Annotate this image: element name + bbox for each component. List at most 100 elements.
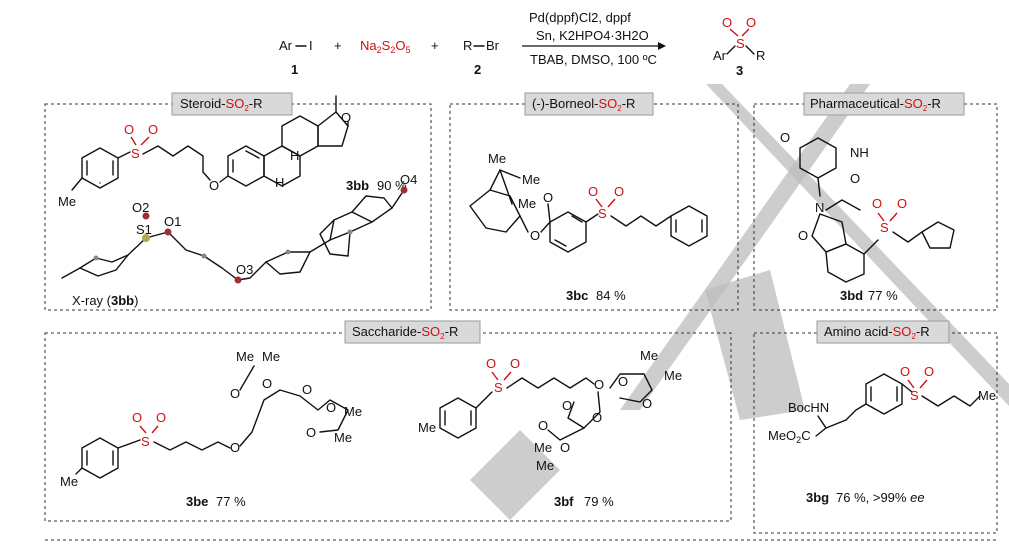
- svg-text:O: O: [124, 122, 134, 137]
- svg-text:Me: Me: [518, 196, 536, 211]
- plus-2: +: [431, 38, 439, 53]
- svg-text:79 %: 79 %: [584, 494, 614, 509]
- svg-text:Me: Me: [334, 430, 352, 445]
- svg-text:O1: O1: [164, 214, 181, 229]
- svg-text:O: O: [924, 364, 934, 379]
- svg-text:S: S: [141, 434, 150, 449]
- svg-text:Me: Me: [262, 349, 280, 364]
- svg-text:O: O: [530, 228, 540, 243]
- svg-text:O: O: [642, 396, 652, 411]
- svg-text:O: O: [148, 122, 158, 137]
- alkyl-bromide-r: R: [463, 38, 472, 53]
- svg-text:O: O: [306, 425, 316, 440]
- svg-text:O: O: [746, 15, 756, 30]
- svg-text:3bc: 3bc: [566, 288, 588, 303]
- svg-text:O: O: [872, 196, 882, 211]
- svg-text:O: O: [780, 130, 790, 145]
- borneol-frame: [449, 103, 739, 311]
- svg-text:O: O: [798, 228, 808, 243]
- saccharide-frame: [44, 332, 732, 522]
- svg-text:90 %: 90 %: [377, 178, 407, 193]
- svg-text:O: O: [543, 190, 553, 205]
- svg-text:Pharmaceutical-SO2-R: Pharmaceutical-SO2-R: [810, 96, 941, 113]
- svg-text:S1: S1: [136, 222, 152, 237]
- svg-text:H: H: [275, 175, 284, 190]
- sulfur-source: Na2S2O5: [360, 38, 410, 55]
- svg-text:O3: O3: [236, 262, 253, 277]
- svg-text:3bg: 3bg: [806, 490, 829, 505]
- conditions-line-2: Sn, K2HPO4·3H2O: [536, 28, 649, 43]
- svg-text:O: O: [594, 377, 604, 392]
- reaction-scheme: Ar I 1 + Na2S2O5 + R Br 2 Pd(dppf)Cl2, d…: [279, 10, 765, 78]
- svg-text:O: O: [262, 376, 272, 391]
- tag-saccharide: Saccharide-SO2-R: [344, 320, 481, 344]
- svg-text:O: O: [510, 356, 520, 371]
- svg-text:Amino acid-SO2-R: Amino acid-SO2-R: [824, 324, 930, 341]
- svg-text:O: O: [560, 440, 570, 455]
- svg-text:Me: Me: [534, 440, 552, 455]
- svg-text:Me: Me: [522, 172, 540, 187]
- tag-steroid: Steroid-SO2-R: [171, 92, 293, 116]
- label-1: 1: [291, 62, 298, 77]
- svg-text:O: O: [538, 418, 548, 433]
- svg-text:S: S: [131, 146, 140, 161]
- structure-3bc: Me Me Me O O S O O 3bc 84 %: [469, 151, 708, 303]
- structure-3bg: BocHN MeO2C S O O Me 3bg 76 %, >99% ee: [768, 364, 996, 505]
- svg-text:O: O: [618, 374, 628, 389]
- label-3: 3: [736, 63, 743, 78]
- xray-caption: X-ray (3bb): [72, 293, 138, 308]
- svg-text:O: O: [486, 356, 496, 371]
- svg-text:O4: O4: [400, 172, 417, 187]
- svg-text:O: O: [209, 178, 219, 193]
- svg-text:O2: O2: [132, 200, 149, 215]
- svg-text:Me: Me: [488, 151, 506, 166]
- svg-text:Me: Me: [978, 388, 996, 403]
- svg-text:O: O: [897, 196, 907, 211]
- svg-text:S: S: [880, 220, 889, 235]
- svg-text:O: O: [562, 398, 572, 413]
- svg-text:O: O: [341, 110, 351, 125]
- svg-text:3bf: 3bf: [554, 494, 574, 509]
- svg-text:Steroid-SO2-R: Steroid-SO2-R: [180, 96, 263, 113]
- svg-text:Me: Me: [418, 420, 436, 435]
- svg-text:NH: NH: [850, 145, 869, 160]
- svg-text:77 %: 77 %: [868, 288, 898, 303]
- svg-text:O: O: [588, 184, 598, 199]
- svg-text:S: S: [494, 380, 503, 395]
- alkyl-bromide-br: Br: [486, 38, 500, 53]
- tag-amino: Amino acid-SO2-R: [816, 320, 950, 344]
- svg-text:84 %: 84 %: [596, 288, 626, 303]
- svg-text:N: N: [815, 200, 824, 215]
- svg-text:O: O: [132, 410, 142, 425]
- label-2: 2: [474, 62, 481, 77]
- meo2c-label: MeO2C: [768, 428, 811, 445]
- structure-3bf: Me S O O O O O O O Me Me O O Me Me 3bf 7…: [418, 348, 682, 509]
- conditions-line-1: Pd(dppf)Cl2, dppf: [529, 10, 631, 25]
- svg-text:Me: Me: [536, 458, 554, 473]
- svg-text:(-)-Borneol-SO2-R: (-)-Borneol-SO2-R: [532, 96, 635, 113]
- svg-text:S: S: [910, 388, 919, 403]
- svg-text:O: O: [900, 364, 910, 379]
- svg-text:O: O: [722, 15, 732, 30]
- svg-text:Me: Me: [344, 404, 362, 419]
- svg-text:BocHN: BocHN: [788, 400, 829, 415]
- svg-text:H: H: [290, 148, 299, 163]
- svg-text:S: S: [736, 36, 745, 51]
- svg-text:R: R: [756, 48, 765, 63]
- xray-structure: O2 S1 O1 O3 O4 X-ray (3bb): [61, 172, 417, 308]
- aryl-iodide-ar: Ar: [279, 38, 293, 53]
- svg-text:3bd: 3bd: [840, 288, 863, 303]
- svg-text:S: S: [598, 206, 607, 221]
- svg-text:Me: Me: [58, 194, 76, 209]
- svg-text:Me: Me: [664, 368, 682, 383]
- svg-text:O: O: [850, 171, 860, 186]
- plus-1: +: [334, 38, 342, 53]
- svg-text:Me: Me: [640, 348, 658, 363]
- svg-text:Me: Me: [60, 474, 78, 489]
- svg-text:Ar: Ar: [713, 48, 727, 63]
- svg-text:76 %, >99% ee: 76 %, >99% ee: [836, 490, 925, 505]
- svg-text:O: O: [614, 184, 624, 199]
- tag-pharma: Pharmaceutical-SO2-R: [803, 92, 965, 116]
- svg-text:Saccharide-SO2-R: Saccharide-SO2-R: [352, 324, 458, 341]
